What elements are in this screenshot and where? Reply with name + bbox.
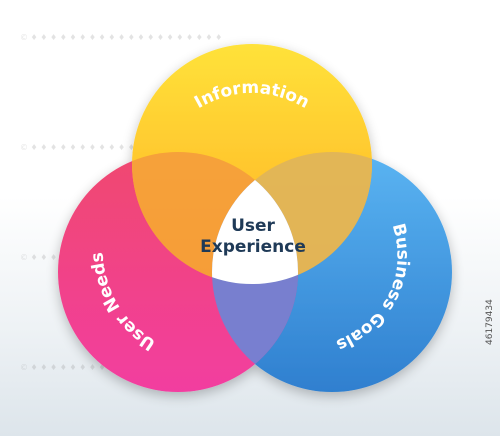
center-label-line1: User — [231, 216, 275, 236]
watermark-row: © ♦ ♦ ♦ ♦ ♦ ♦ ♦ ♦ ♦ ♦ ♦ ♦ ♦ ♦ ♦ ♦ ♦ ♦ ♦ … — [20, 143, 222, 152]
stock-id-label: 46179434 — [485, 299, 495, 345]
user-experience-center — [212, 152, 298, 284]
watermark-row: © ♦ ♦ ♦ ♦ ♦ ♦ ♦ ♦ ♦ ♦ ♦ ♦ ♦ ♦ ♦ ♦ ♦ ♦ ♦ … — [20, 33, 222, 42]
center-label-line2: Experience — [200, 237, 306, 257]
